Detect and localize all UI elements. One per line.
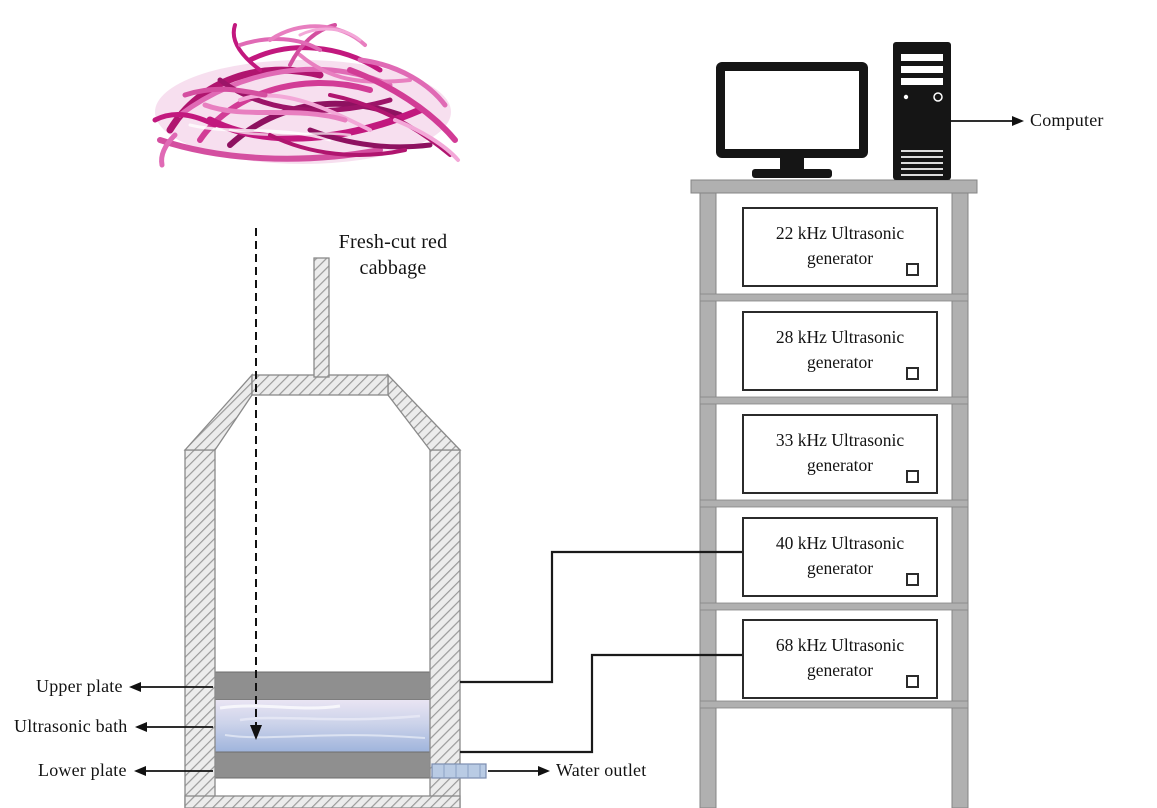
generator-indicator-square: [906, 470, 919, 483]
generator-label: 33 kHz Ultrasonic generator: [775, 430, 905, 475]
generator-indicator-square: [906, 367, 919, 380]
water-outlet-pipe: [431, 763, 487, 779]
vessel-right-shoulder: [387, 373, 462, 451]
lower-plate-label: Lower plate: [38, 760, 127, 780]
rack-shelf: [699, 293, 969, 302]
ultrasonic-bath-label: Ultrasonic bath: [14, 716, 128, 736]
generator-box-40khz: 40 kHz Ultrasonic generator: [742, 517, 938, 597]
annotation-arrows: [129, 116, 1024, 776]
rack-shelf: [699, 602, 969, 611]
water-outlet-label: Water outlet: [556, 760, 647, 780]
generator-indicator-square: [906, 675, 919, 688]
generator-label: 28 kHz Ultrasonic generator: [775, 327, 905, 372]
vessel-bottom: [184, 795, 461, 808]
vessel-lid: [251, 374, 389, 396]
generator-label: 22 kHz Ultrasonic generator: [775, 223, 905, 268]
computer-pictogram: [716, 42, 951, 180]
generator-label: 68 kHz Ultrasonic generator: [775, 635, 905, 680]
generator-indicator-square: [906, 263, 919, 276]
generator-indicator-square: [906, 573, 919, 586]
computer-label: Computer: [1030, 110, 1104, 130]
rack-left-rail: [699, 185, 717, 808]
connection-wires: [460, 550, 742, 754]
rack-shelf: [699, 396, 969, 405]
generator-box-33khz: 33 kHz Ultrasonic generator: [742, 414, 938, 494]
upper-plate-label: Upper plate: [36, 676, 123, 696]
upper-plate: [214, 671, 431, 701]
fresh-cut-red-cabbage-label: Fresh-cut red cabbage: [338, 231, 448, 279]
vessel-left-shoulder: [183, 373, 253, 451]
generator-label: 40 kHz Ultrasonic generator: [775, 533, 905, 578]
vessel-right-wall: [429, 449, 461, 808]
vessel-left-wall: [184, 449, 216, 808]
generator-box-68khz: 68 kHz Ultrasonic generator: [742, 619, 938, 699]
treatment-vessel: [183, 257, 462, 808]
red-cabbage-image: [152, 23, 460, 168]
generator-box-28khz: 28 kHz Ultrasonic generator: [742, 311, 938, 391]
wire-40khz-to-upper-plate: [460, 550, 742, 684]
generator-box-22khz: 22 kHz Ultrasonic generator: [742, 207, 938, 287]
rack-right-rail: [951, 185, 969, 808]
monitor-icon: [716, 62, 868, 178]
wire-68khz-to-lower-plate: [460, 653, 742, 754]
vessel-rod: [313, 257, 330, 378]
rack-shelf: [699, 499, 969, 508]
rack-top-plate: [690, 179, 978, 194]
rack-shelf: [699, 700, 969, 709]
equipment-rack: [690, 179, 978, 808]
lower-plate: [214, 751, 431, 779]
computer-tower-icon: [893, 42, 951, 180]
